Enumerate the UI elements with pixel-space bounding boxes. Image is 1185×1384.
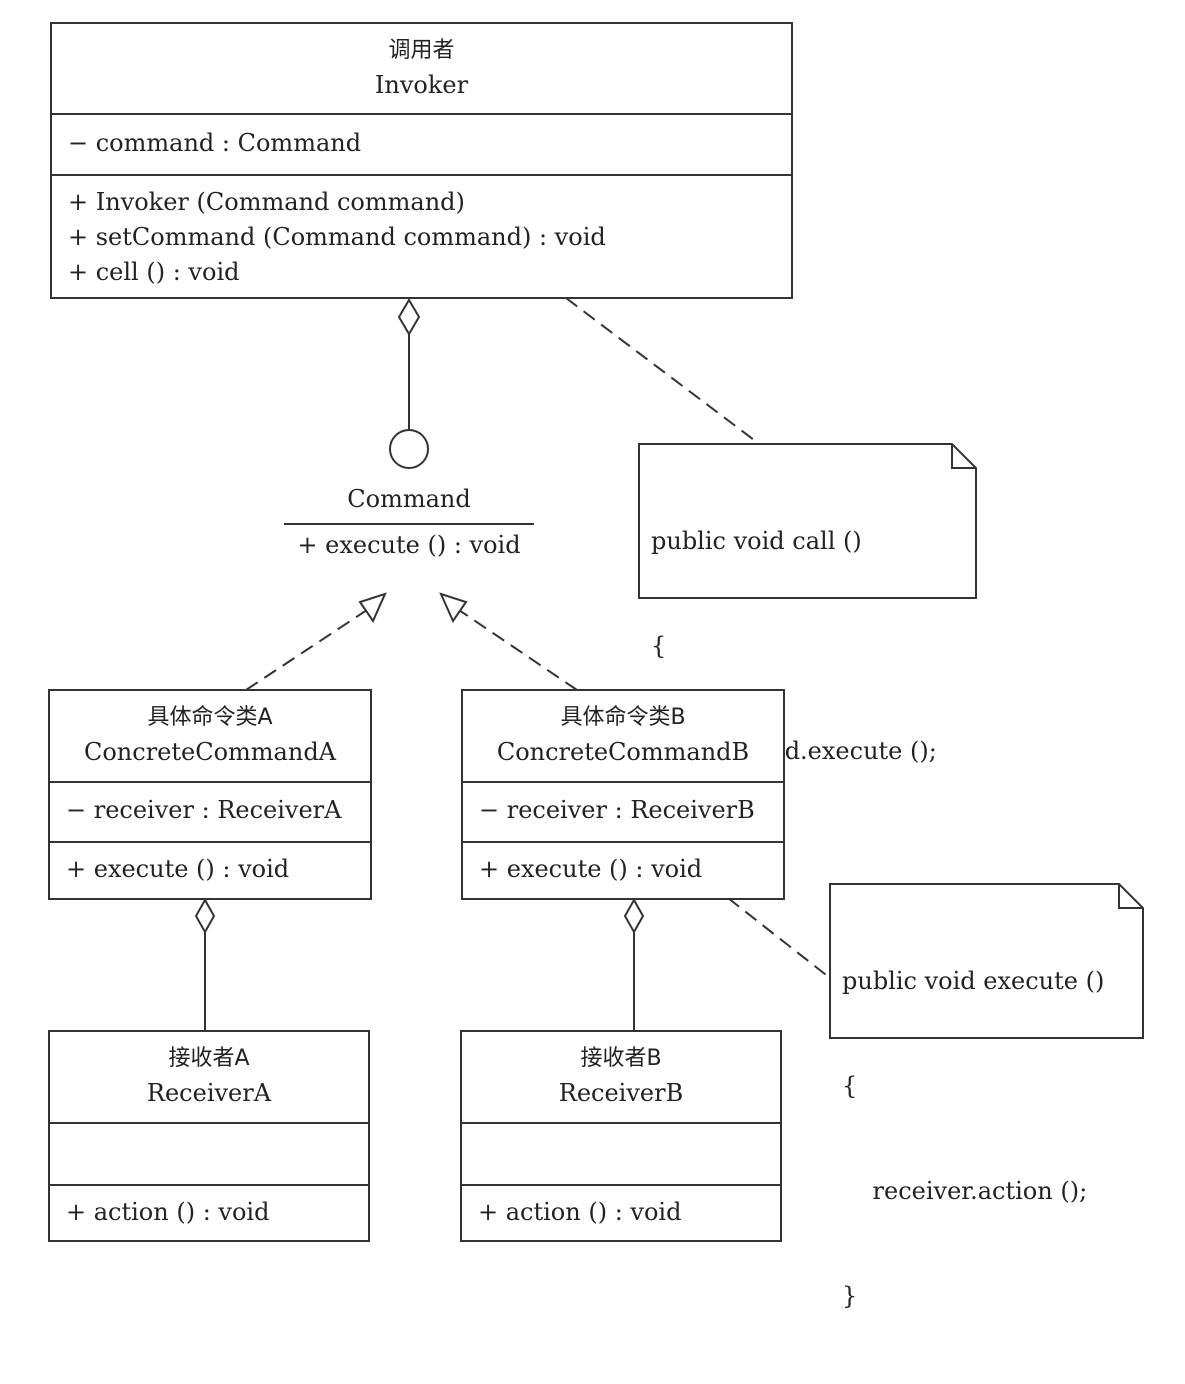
- method-row: + execute () : void: [66, 855, 290, 883]
- note-execute: public void execute () { receiver.action…: [830, 884, 1143, 1310]
- class-invoker-name-cn: 调用者: [388, 38, 455, 63]
- class-concrete-command-b-name-en: ConcreteCommandB: [496, 738, 750, 766]
- class-receiver-a-attributes: [50, 1124, 368, 1186]
- method-row: + action () : void: [478, 1198, 682, 1226]
- method-row: + setCommand (Command command) : void: [68, 223, 606, 251]
- class-concrete-command-a-methods: + execute () : void: [50, 843, 370, 887]
- note-call: public void call () { command.execute ()…: [639, 444, 976, 870]
- class-receiver-a-name-cn: 接收者A: [168, 1046, 250, 1071]
- class-invoker-attributes: − command : Command: [52, 115, 791, 176]
- class-concrete-command-b-methods: + execute () : void: [463, 843, 783, 887]
- class-receiver-b: 接收者B ReceiverB + action () : void: [460, 1030, 782, 1242]
- class-concrete-command-b: 具体命令类B ConcreteCommandB − receiver : Rec…: [461, 689, 785, 900]
- note-link-invoker: [565, 297, 759, 444]
- class-receiver-a-name: 接收者A ReceiverA: [50, 1032, 368, 1124]
- attribute-row: − command : Command: [68, 129, 362, 157]
- diagram-connectors: [194, 297, 1144, 1039]
- class-receiver-b-name: 接收者B ReceiverB: [462, 1032, 780, 1124]
- note-line: {: [842, 1072, 858, 1100]
- aggregation-diamond-a: [194, 897, 216, 935]
- class-concrete-command-a-attributes: − receiver : ReceiverA: [50, 783, 370, 843]
- class-receiver-b-name-cn: 接收者B: [580, 1046, 662, 1071]
- class-receiver-a: 接收者A ReceiverA + action () : void: [48, 1030, 370, 1242]
- class-invoker-methods: + Invoker (Command command) + setCommand…: [52, 176, 791, 290]
- class-invoker: 调用者 Invoker − command : Command + Invoke…: [50, 22, 793, 299]
- realization-arrowhead-a: [358, 592, 387, 624]
- class-invoker-name: 调用者 Invoker: [52, 24, 791, 115]
- note-outline-call: [638, 443, 977, 599]
- method-row: + cell () : void: [68, 258, 240, 286]
- class-receiver-a-methods: + action () : void: [50, 1186, 368, 1230]
- class-concrete-command-b-attributes: − receiver : ReceiverB: [463, 783, 783, 843]
- note-line: public void call (): [651, 527, 862, 555]
- class-concrete-command-b-name: 具体命令类B ConcreteCommandB: [463, 691, 783, 783]
- class-concrete-command-a-name-cn: 具体命令类A: [147, 705, 273, 730]
- note-line: public void execute (): [842, 967, 1105, 995]
- realization-line-b: [455, 607, 578, 691]
- realization-arrowhead-b: [439, 592, 468, 624]
- interface-lollipop-circle: [389, 429, 429, 469]
- attribute-row: − receiver : ReceiverA: [66, 796, 342, 824]
- note-line: }: [842, 1282, 858, 1310]
- class-receiver-a-name-en: ReceiverA: [146, 1079, 272, 1107]
- method-row: + action () : void: [66, 1198, 270, 1226]
- interface-command-method: + execute () : void: [297, 531, 521, 559]
- method-row: + Invoker (Command command): [68, 188, 465, 216]
- attribute-row: − receiver : ReceiverB: [479, 796, 755, 824]
- note-line: {: [651, 632, 667, 660]
- class-invoker-name-en: Invoker: [374, 71, 469, 99]
- class-receiver-b-name-en: ReceiverB: [558, 1079, 684, 1107]
- aggregation-diamond-b: [623, 897, 645, 935]
- class-concrete-command-b-name-cn: 具体命令类B: [560, 705, 686, 730]
- note-line: receiver.action ();: [842, 1177, 1088, 1205]
- method-row: + execute () : void: [479, 855, 703, 883]
- note-outline-execute: [829, 883, 1144, 1039]
- aggregation-diamond-invoker: [397, 298, 421, 336]
- realization-line-a: [245, 607, 371, 691]
- class-receiver-b-attributes: [462, 1124, 780, 1186]
- class-concrete-command-a-name-en: ConcreteCommandA: [83, 738, 337, 766]
- class-concrete-command-a: 具体命令类A ConcreteCommandA − receiver : Rec…: [48, 689, 372, 900]
- interface-command-name: Command: [347, 485, 471, 513]
- class-concrete-command-a-name: 具体命令类A ConcreteCommandA: [50, 691, 370, 783]
- class-receiver-b-methods: + action () : void: [462, 1186, 780, 1230]
